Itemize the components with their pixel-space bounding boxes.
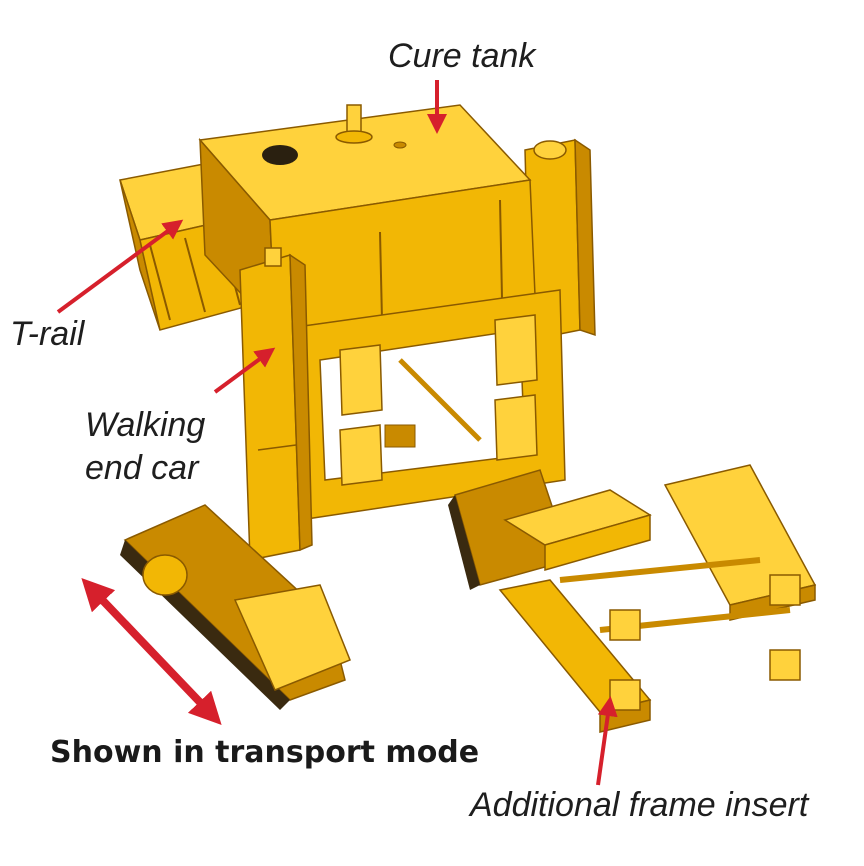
additional-frame-insert (498, 464, 817, 733)
transport-direction-arrow (81, 578, 222, 725)
walking-end-car (239, 247, 313, 561)
transport-mode-caption: Shown in transport mode (50, 735, 480, 770)
right-rear-column (524, 138, 596, 341)
right-crawler (448, 469, 571, 590)
central-frame (274, 289, 566, 521)
walking-end-car-arrow (213, 347, 276, 394)
frame-insert-label: Additional frame insert (470, 786, 809, 824)
callout-arrows (56, 80, 618, 786)
cure-tank-label: Cure tank (388, 37, 536, 75)
walking-end-car-label-line1: Walking (85, 406, 206, 444)
walking-end-car-label-line2: end car (85, 449, 199, 487)
frame-insert-arrow (596, 696, 618, 786)
t-rail-label: T-rail (10, 315, 85, 353)
t-rail-arrow (56, 219, 184, 314)
left-crawler (120, 504, 351, 710)
